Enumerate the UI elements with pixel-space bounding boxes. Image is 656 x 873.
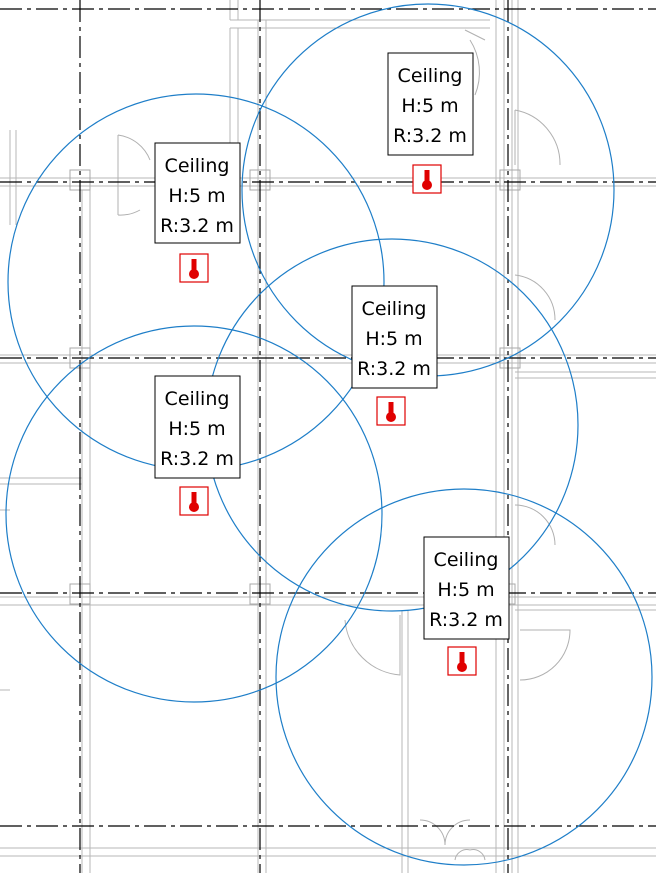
detector-5[interactable]: Ceiling H:5 m R:3.2 m — [423, 536, 510, 676]
detector-tag — [351, 285, 438, 389]
height-label: H:5 m — [365, 328, 422, 350]
detector-4[interactable]: Ceiling H:5 m R:3.2 m — [154, 375, 241, 516]
heat-detector-icon — [179, 486, 209, 516]
doors — [117, 29, 571, 861]
heat-detector-icon — [447, 646, 477, 676]
detector-tag — [154, 375, 241, 479]
mount-label: Ceiling — [362, 298, 427, 320]
height-label: H:5 m — [168, 185, 225, 207]
mount-label: Ceiling — [165, 388, 230, 410]
heat-detector-icon — [376, 396, 406, 426]
height-label: H:5 m — [401, 95, 458, 117]
coverage-circles — [5, 3, 653, 866]
height-label: H:5 m — [168, 418, 225, 440]
detector-3[interactable]: Ceiling H:5 m R:3.2 m — [351, 285, 438, 426]
heat-detector-icon — [179, 253, 209, 283]
detector-tag — [423, 536, 510, 640]
coverage-circle — [5, 325, 383, 703]
coverage-circle — [275, 488, 653, 866]
radius-label: R:3.2 m — [393, 125, 467, 147]
detector-tag — [154, 142, 241, 244]
radius-label: R:3.2 m — [357, 358, 431, 380]
mount-label: Ceiling — [434, 549, 499, 571]
detector-2[interactable]: Ceiling H:5 m R:3.2 m — [387, 52, 474, 194]
radius-label: R:3.2 m — [160, 215, 234, 237]
heat-detector-icon — [412, 164, 442, 194]
radius-label: R:3.2 m — [429, 609, 503, 631]
height-label: H:5 m — [437, 579, 494, 601]
mount-label: Ceiling — [165, 155, 230, 177]
mount-label: Ceiling — [398, 65, 463, 87]
detector-1[interactable]: Ceiling H:5 m R:3.2 m — [154, 142, 241, 283]
radius-label: R:3.2 m — [160, 448, 234, 470]
detector-tag — [387, 52, 474, 156]
